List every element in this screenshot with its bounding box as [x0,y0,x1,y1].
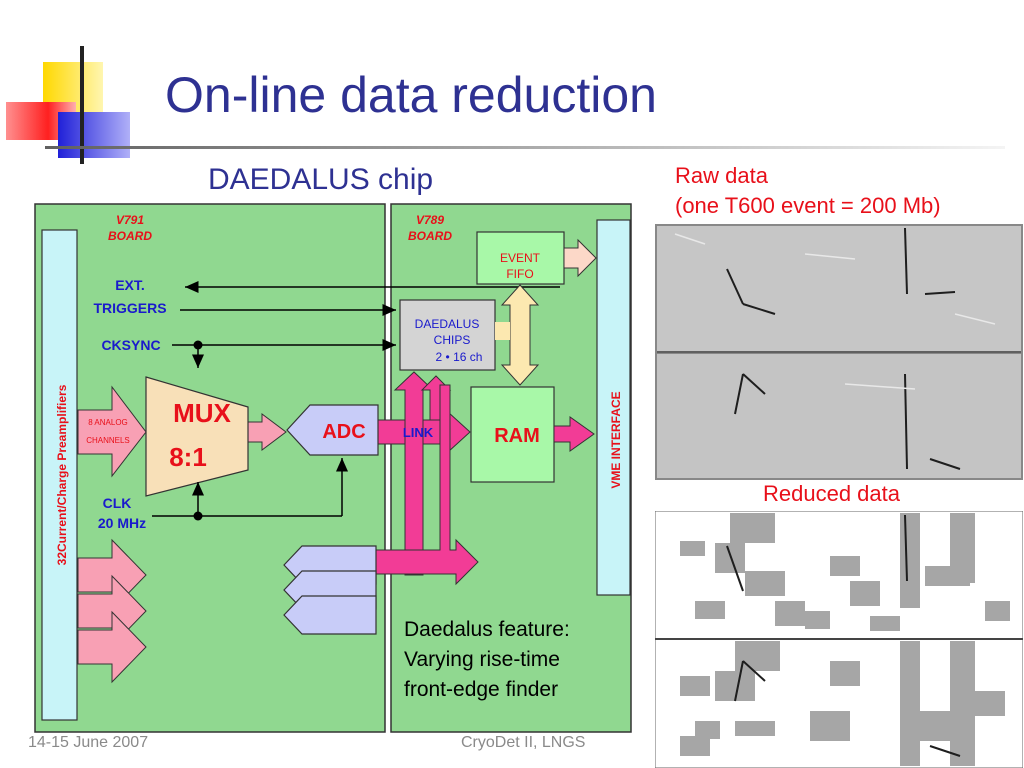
feature-line-3: front-edge finder [404,678,559,701]
reduced-data-label: Reduced data [763,481,900,506]
slide-title: On-line data reduction [165,67,657,123]
channels-label: CHANNELS [86,436,130,445]
preamp-label: 32Current/Charge Preamplifiers [55,384,69,565]
raw-data-note: (one T600 event = 200 Mb) [675,193,941,218]
diagram-subtitle: DAEDALUS chip [208,163,434,196]
ext-label: EXT. [115,277,145,293]
triggers-label: TRIGGERS [93,300,166,316]
logo-squares-icon [6,46,1005,164]
v789-board-label: BOARD [408,229,452,243]
analog-label: 8 ANALOG [88,418,128,427]
feature-title: Daedalus feature: [404,618,570,641]
v791-label: V791 [116,213,144,227]
daedalus-chips-box [399,299,496,371]
adc-block [286,404,379,456]
vme-interface-label: VME INTERFACE [609,391,623,488]
raw-data-label: Raw data [675,163,768,188]
daedalus-label: DAEDALUS [415,317,480,331]
reduced-data-image [655,511,1023,768]
footer-date: 14-15 June 2007 [28,734,149,751]
link-label: LINK [403,425,434,440]
v791-board-label: BOARD [108,229,152,243]
mux-block [145,376,249,497]
v789-label: V789 [416,213,444,227]
chips-label: CHIPS [434,333,471,347]
event-fifo-label: EVENT [500,251,541,265]
ram-box [470,386,555,483]
cksync-label: CKSYNC [101,337,160,353]
mux-label: MUX [173,398,231,428]
clk-label: CLK [103,495,132,511]
channels-count-label: 2 • 16 ch [436,350,483,364]
clk-frequency-label: 20 MHz [98,515,146,531]
event-fifo-box [476,231,565,285]
vme-interface-bar [596,219,631,596]
raw-data-image [655,224,1023,480]
fifo-label: FIFO [506,267,533,281]
feature-line-2: Varying rise-time [404,648,560,671]
preamp-bar [41,229,78,721]
mux-ratio-label: 8:1 [169,442,207,472]
footer-conference: CryoDet II, LNGS [461,734,586,751]
ram-label: RAM [494,425,540,447]
adc-label: ADC [322,421,365,443]
